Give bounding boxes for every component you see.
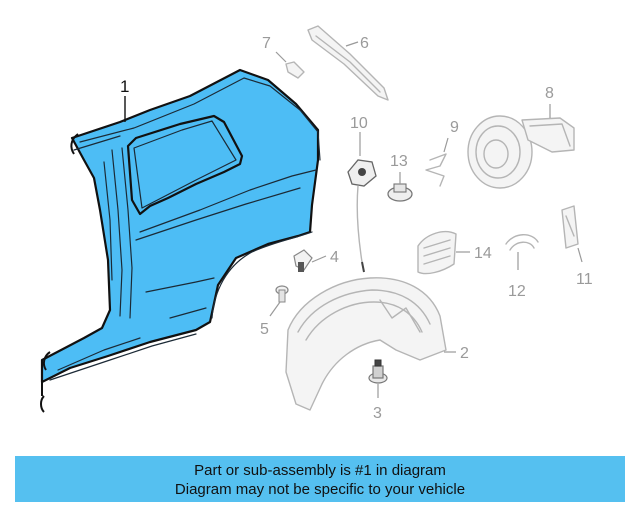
svg-text:6: 6 <box>360 35 369 52</box>
svg-text:2: 2 <box>460 345 469 362</box>
quarter-panel-part-1[interactable] <box>40 68 321 413</box>
svg-text:14: 14 <box>474 245 492 262</box>
callout-7: 7 <box>262 35 287 63</box>
callout-5: 5 <box>260 301 281 338</box>
release-actuator-part-10[interactable] <box>347 159 377 273</box>
caption-bar: Part or sub-assembly is #1 in diagram Di… <box>15 456 625 502</box>
svg-text:1: 1 <box>120 77 129 96</box>
svg-text:11: 11 <box>576 271 593 288</box>
caption-line-2: Diagram may not be specific to your vehi… <box>174 481 466 498</box>
callout-6: 6 <box>345 35 369 52</box>
callout-2: 2 <box>444 345 469 362</box>
svg-text:5: 5 <box>260 321 269 338</box>
bolt-part-5[interactable] <box>275 285 289 303</box>
callout-8: 8 <box>545 85 554 118</box>
callout-13: 13 <box>390 153 408 184</box>
trim-strip-part-6[interactable] <box>307 25 389 101</box>
callout-14: 14 <box>456 245 492 262</box>
callout-10: 10 <box>350 115 368 156</box>
parts-diagram: 1 2 3 4 5 <box>40 25 593 422</box>
svg-text:8: 8 <box>545 85 554 102</box>
svg-text:13: 13 <box>390 153 408 170</box>
hose-part-12[interactable] <box>505 234 539 251</box>
callout-9: 9 <box>443 119 459 153</box>
fuel-door-part-8[interactable] <box>467 115 575 189</box>
vent-grille-part-14[interactable] <box>417 230 457 275</box>
spring-clip-part-9[interactable] <box>425 153 447 187</box>
callout-11: 11 <box>576 247 593 288</box>
grommet-part-13[interactable] <box>387 183 413 202</box>
svg-text:12: 12 <box>508 283 526 300</box>
clip-part-7[interactable] <box>285 61 305 79</box>
fastener-part-4[interactable] <box>293 249 313 272</box>
svg-text:10: 10 <box>350 115 368 132</box>
svg-text:9: 9 <box>450 119 459 136</box>
svg-text:7: 7 <box>262 35 271 52</box>
caption-line-1: Part or sub-assembly is #1 in diagram <box>194 462 446 479</box>
svg-text:4: 4 <box>330 249 339 266</box>
bracket-part-11[interactable] <box>561 205 579 249</box>
callout-4: 4 <box>311 249 339 266</box>
wheel-liner-part-2[interactable] <box>285 277 447 411</box>
callout-12: 12 <box>508 252 526 300</box>
clip-part-3[interactable] <box>368 359 388 384</box>
callout-1: 1 <box>120 77 129 122</box>
callout-3: 3 <box>373 384 382 422</box>
svg-text:3: 3 <box>373 405 382 422</box>
